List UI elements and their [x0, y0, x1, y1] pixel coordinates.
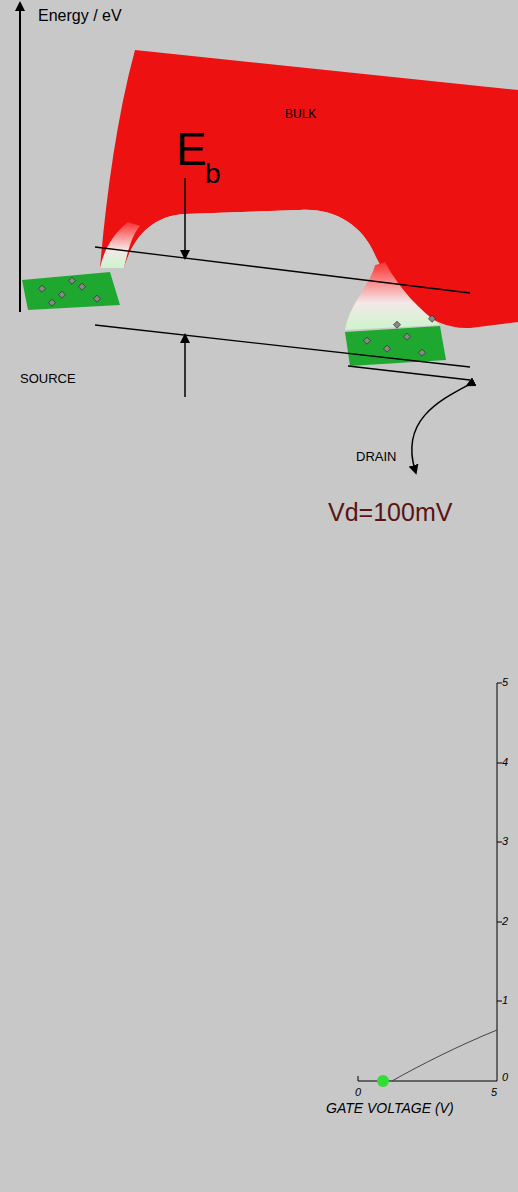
drain-pocket — [345, 326, 446, 366]
region-label: BULK — [285, 108, 316, 120]
region-label: SOURCE — [20, 372, 76, 385]
chart-axes — [358, 683, 502, 1081]
tick-label: 5 — [491, 1087, 497, 1098]
tick-label: 4 — [502, 757, 508, 768]
id-vg-curve — [392, 1030, 497, 1081]
tick-label: 0 — [355, 1087, 361, 1098]
tick-label: 3 — [502, 836, 508, 847]
carrier-dots — [38, 277, 435, 356]
barrier-subscript: b — [205, 160, 221, 188]
tick-label: 2 — [502, 916, 508, 927]
vd-arrow — [412, 384, 470, 470]
region-label: DRAIN — [356, 450, 396, 463]
eb-arrow-up — [184, 338, 186, 397]
barrier-symbol: E — [176, 126, 207, 172]
energy-axis — [19, 6, 21, 312]
tick-label: 0 — [502, 1072, 508, 1083]
eb-arrow-down — [184, 178, 186, 255]
tick-label: 5 — [502, 677, 508, 688]
source-pocket — [22, 272, 120, 310]
drain-level-line — [348, 366, 470, 380]
tick-label: 1 — [502, 995, 508, 1006]
source-level-line — [95, 325, 470, 367]
voltage-label: Vd=100mV — [328, 500, 452, 525]
barrier-top-line — [95, 247, 470, 293]
operating-point — [377, 1075, 389, 1087]
axis-title: Energy / eV — [38, 8, 122, 24]
axis-title: GATE VOLTAGE (V) — [326, 1101, 454, 1115]
channel-region — [120, 210, 376, 330]
